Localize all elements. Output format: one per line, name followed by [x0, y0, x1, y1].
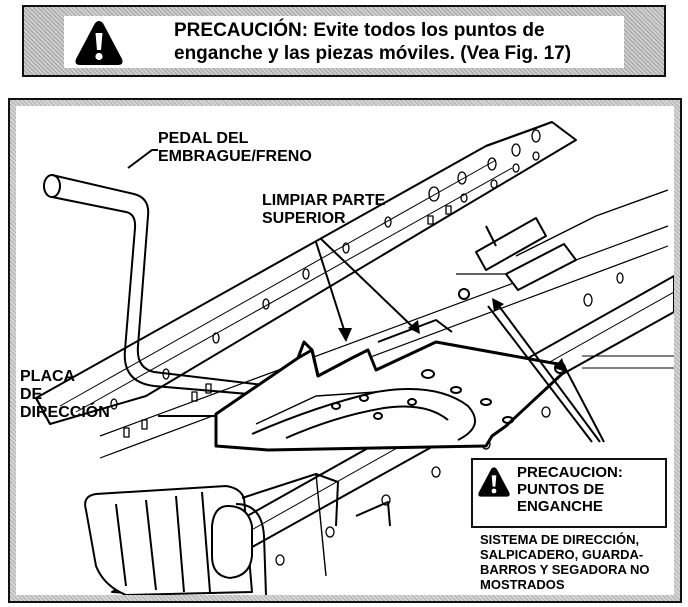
steering-plate-label-line2: DE — [20, 386, 43, 403]
figure-frame: PEDAL DEL EMBRAGUE/FRENO LIMPIAR PARTE S… — [8, 98, 682, 603]
clean-top-label: LIMPIAR PARTE SUPERIOR — [262, 192, 385, 228]
note-line2: SALPICADERO, GUARDA- — [480, 547, 644, 562]
caution-banner-inner: PRECAUCIÓN: Evite todos los puntos de en… — [64, 16, 624, 68]
lower-cover — [84, 473, 391, 595]
steering-plate-label-line3: DIRECCIÓN — [20, 404, 110, 421]
rail-holes — [110, 129, 624, 566]
upper-right-bracket — [456, 189, 674, 369]
clean-top-label-line2: SUPERIOR — [262, 210, 346, 227]
pinch-point-caution-box: PRECAUCION: PUNTOS DE ENGANCHE — [471, 458, 667, 528]
caution-line1: PRECAUCION: — [517, 464, 623, 481]
caution-banner-line1: PRECAUCIÓN: Evite todos los puntos de — [174, 20, 545, 41]
pedal-label: PEDAL DEL EMBRAGUE/FRENO — [158, 130, 312, 166]
upper-frame-rail — [35, 121, 577, 425]
warning-triangle-icon — [75, 21, 123, 65]
warning-triangle-icon — [478, 467, 510, 497]
clean-top-label-line1: LIMPIAR PARTE — [262, 192, 386, 209]
tractor-frame-illustration — [35, 121, 674, 595]
steering-plate — [214, 319, 566, 452]
note-line1: SISTEMA DE DIRECCIÓN, — [480, 532, 640, 547]
steering-plate-label-line1: PLACA — [20, 368, 76, 385]
pedal-label-line2: EMBRAGUE/FRENO — [158, 148, 312, 165]
note-line4: MOSTRADOS — [480, 577, 565, 592]
not-shown-note: SISTEMA DE DIRECCIÓN, SALPICADERO, GUARD… — [480, 532, 650, 592]
caution-banner-text: PRECAUCIÓN: Evite todos los puntos de en… — [174, 19, 634, 65]
caution-line2: PUNTOS DE — [517, 481, 605, 498]
figure-canvas: PEDAL DEL EMBRAGUE/FRENO LIMPIAR PARTE S… — [16, 106, 674, 595]
leader-lines — [127, 149, 605, 443]
pinch-point-caution-text: PRECAUCION: PUNTOS DE ENGANCHE — [517, 464, 623, 515]
caution-banner-line2: enganche y las piezas móviles. (Vea Fig.… — [174, 43, 572, 64]
note-line3: BARROS Y SEGADORA NO — [480, 562, 650, 577]
steering-plate-label: PLACA DE DIRECCIÓN — [20, 368, 110, 422]
pedal-label-line1: PEDAL DEL — [158, 130, 249, 147]
arrow-heads — [338, 298, 566, 372]
caution-line3: ENGANCHE — [517, 498, 603, 515]
caution-banner: PRECAUCIÓN: Evite todos los puntos de en… — [22, 5, 666, 77]
